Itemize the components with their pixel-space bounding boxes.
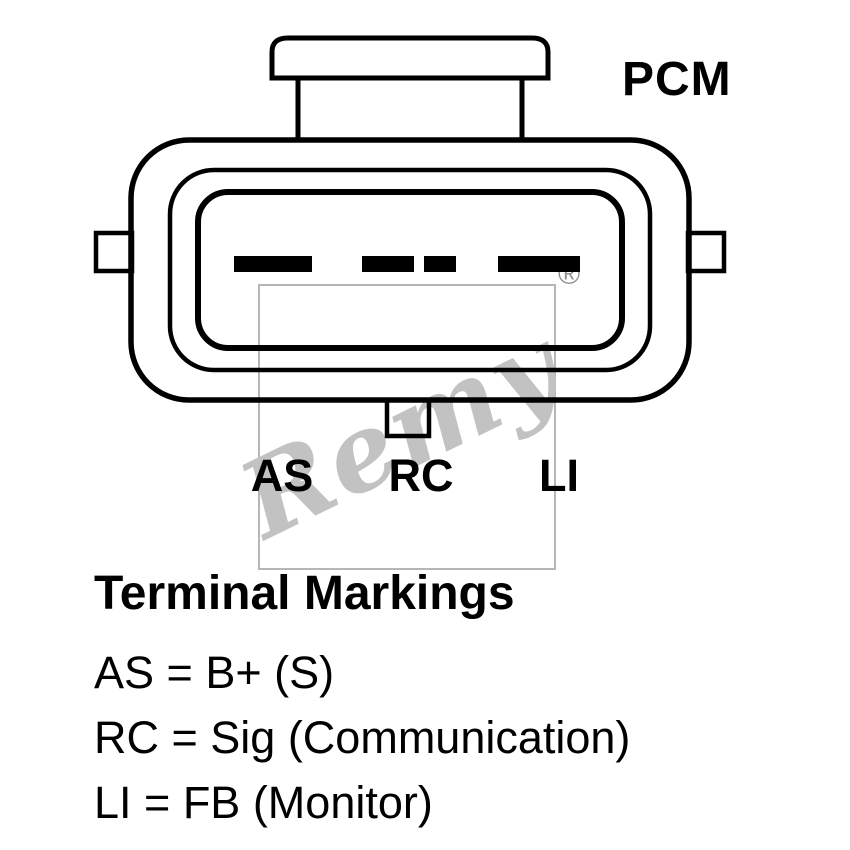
terminal-label-li: LI	[539, 450, 579, 501]
legend-entry-rc: RC = Sig (Communication)	[94, 712, 631, 763]
legend-entry-li: LI = FB (Monitor)	[94, 777, 433, 828]
terminal-slot-rc-right	[424, 256, 456, 272]
connector-right-tab	[685, 230, 727, 274]
connector-top-band	[269, 35, 551, 81]
terminal-slot-as	[234, 256, 312, 272]
connector-left-tab	[93, 230, 135, 274]
connector-bottom-tab	[384, 397, 432, 439]
terminal-label-rc: RC	[388, 450, 454, 501]
terminal-markings-legend: Terminal Markings AS = B+ (S) RC = Sig (…	[94, 566, 630, 835]
connector-inner-face	[195, 189, 625, 351]
watermark-box	[258, 284, 556, 570]
terminal-label-as: AS	[250, 450, 314, 501]
connector-top-stem	[295, 78, 525, 142]
pcm-label: PCM	[622, 53, 732, 106]
legend-entry-as: AS = B+ (S)	[94, 647, 335, 698]
connector-inner-rim	[167, 167, 653, 373]
terminal-slot-rc-left	[362, 256, 414, 272]
legend-title: Terminal Markings	[94, 567, 515, 620]
terminal-slot-li	[498, 256, 580, 272]
